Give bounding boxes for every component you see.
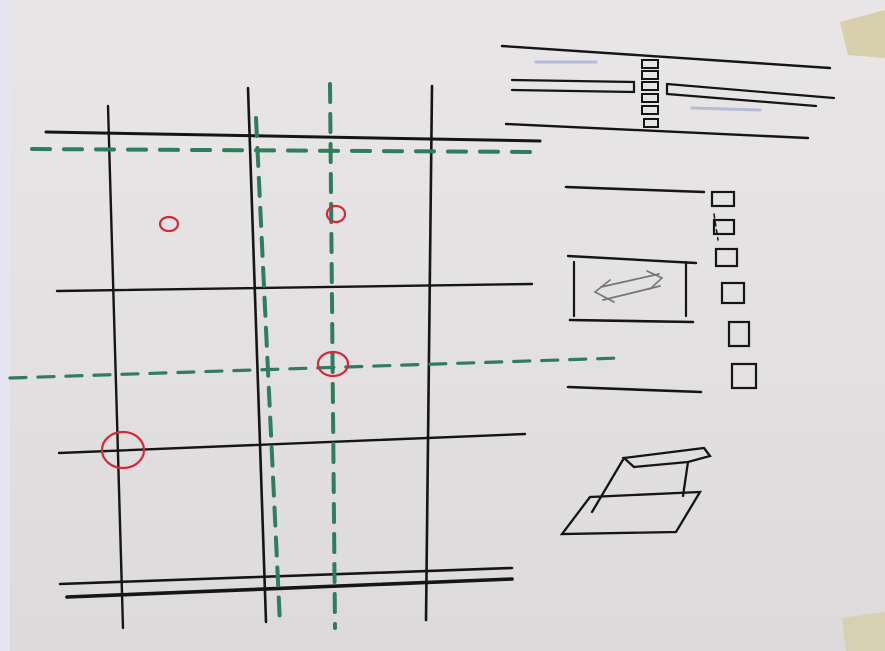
lane-sketch xyxy=(566,187,756,392)
road-crosswalk-sketch xyxy=(502,46,834,138)
green-dashed-lines xyxy=(10,84,620,628)
street-grid-lines xyxy=(46,86,540,628)
tape-pieces xyxy=(840,10,885,651)
box-sketch xyxy=(562,448,710,534)
red-circle-markers xyxy=(102,206,348,468)
